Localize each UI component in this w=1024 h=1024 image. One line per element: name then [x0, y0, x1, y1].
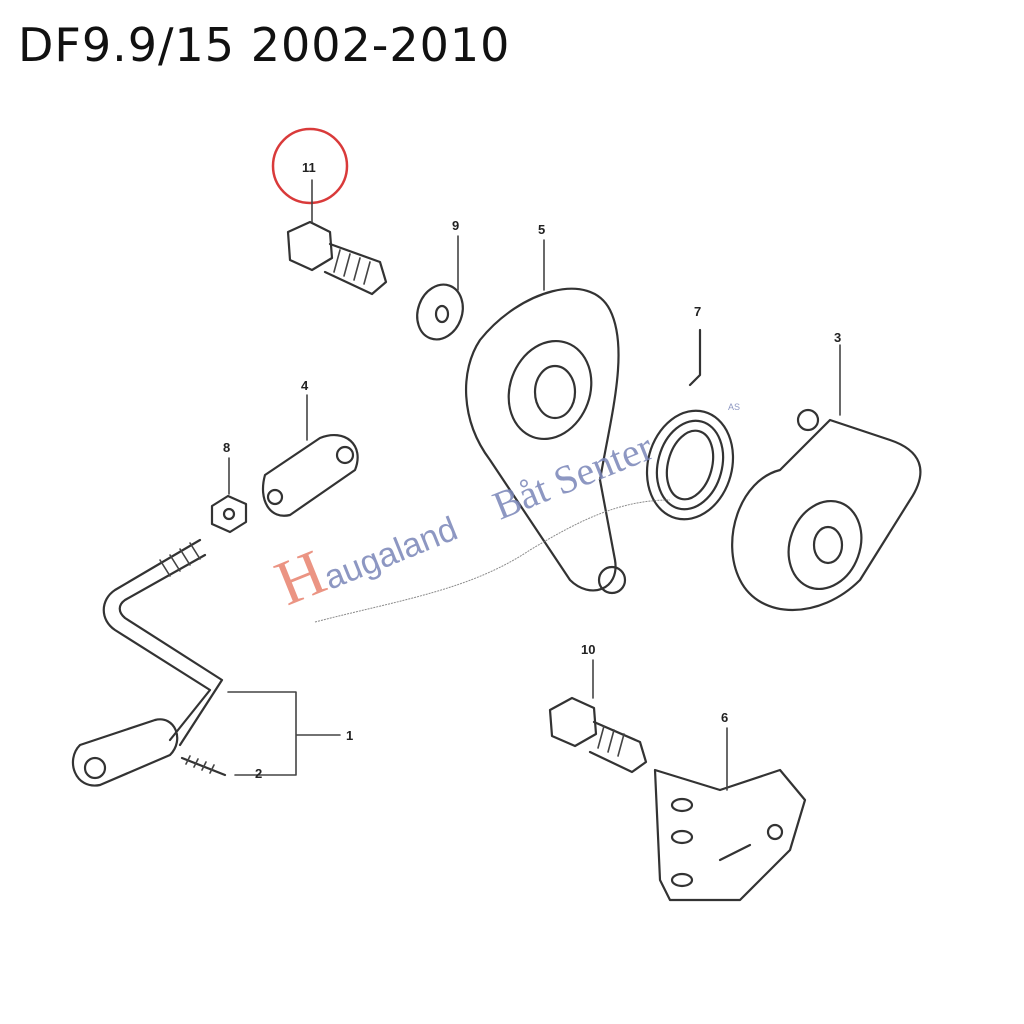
label-part-7: 7: [694, 304, 701, 319]
part-11-bolt: [286, 179, 388, 296]
page-title: DF9.9/15 2002-2010: [18, 18, 511, 72]
part-9-washer: [416, 235, 464, 341]
part-4-joint: [261, 394, 359, 517]
svg-text:AS: AS: [728, 402, 740, 412]
part-1-rod: [71, 538, 341, 787]
label-part-11: 11: [302, 160, 316, 175]
part-5-lever: [465, 239, 627, 595]
label-part-1: 1: [346, 728, 353, 743]
label-part-5: 5: [538, 222, 545, 237]
label-part-9: 9: [452, 218, 459, 233]
label-part-2: 2: [255, 766, 262, 781]
part-2-pin: [180, 755, 227, 777]
label-part-8: 8: [223, 440, 230, 455]
label-part-6: 6: [721, 710, 728, 725]
part-7-spring: [645, 328, 735, 521]
label-part-10: 10: [581, 642, 595, 657]
label-part-4: 4: [301, 378, 309, 393]
part-8-nut: [210, 457, 248, 534]
part-6-plate: [653, 727, 807, 902]
highlight-circle: [271, 127, 349, 205]
svg-text:augaland: augaland: [319, 510, 463, 598]
label-part-3: 3: [834, 330, 841, 345]
part-3-cover: [731, 344, 922, 611]
part-10-bolt: [548, 659, 648, 774]
svg-text:Båt Senter: Båt Senter: [487, 424, 659, 529]
